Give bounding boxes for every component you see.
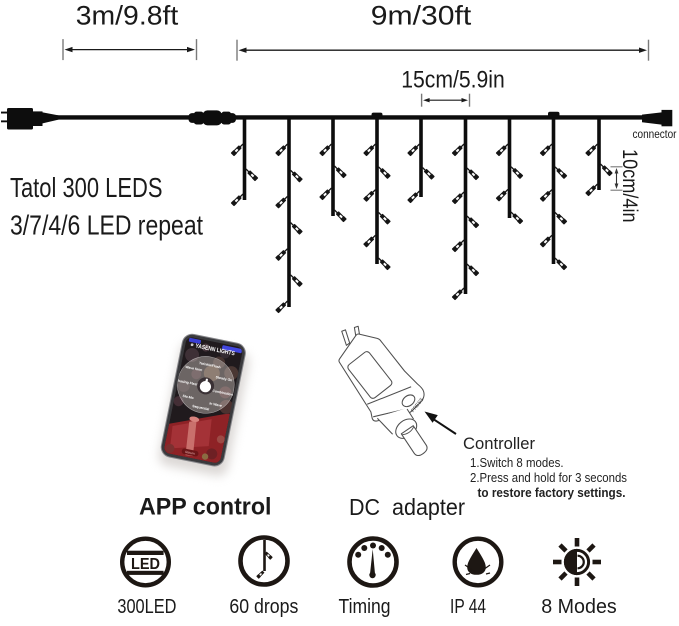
svg-text:IP 44: IP 44 (450, 596, 486, 618)
svg-text:Tatol 300 LEDS: Tatol 300 LEDS (10, 172, 163, 203)
svg-text:8 Modes: 8 Modes (541, 596, 617, 618)
svg-text:DC adapter: DC adapter (349, 494, 465, 520)
svg-text:to restore factory settings.: to restore factory settings. (478, 485, 626, 500)
svg-text:Timing: Timing (339, 596, 391, 618)
svg-text:Steady On: Steady On (215, 375, 232, 382)
svg-text:Controller: Controller (463, 434, 535, 453)
svg-text:Sequential: Sequential (192, 404, 210, 411)
svg-text:Slo-Mo: Slo-Mo (182, 394, 194, 400)
svg-text:Return: Return (185, 450, 195, 456)
svg-text:300LED: 300LED (117, 596, 176, 618)
svg-text:connector: connector (633, 127, 677, 141)
svg-text:2.Press and hold for 3 seconds: 2.Press and hold for 3 seconds (470, 470, 627, 485)
svg-text:3/7/4/6 LED repeat: 3/7/4/6 LED repeat (10, 210, 203, 241)
svg-text:9m/30ft: 9m/30ft (371, 1, 472, 31)
svg-text:LED: LED (131, 556, 160, 573)
svg-text:3m/9.8ft: 3m/9.8ft (76, 1, 179, 31)
svg-text:Twinkle/Flash: Twinkle/Flash (199, 361, 221, 369)
svg-text:60 drops: 60 drops (229, 596, 298, 618)
svg-text:15cm/5.9in: 15cm/5.9in (401, 67, 505, 94)
svg-text:In Wave: In Wave (209, 401, 222, 407)
svg-text:10cm/4in: 10cm/4in (618, 149, 641, 223)
svg-text:Wave form: Wave form (185, 365, 203, 372)
svg-text:Chasing Flash: Chasing Flash (175, 378, 199, 387)
svg-text:1.Switch 8 modes.: 1.Switch 8 modes. (470, 455, 564, 470)
svg-text:Combination: Combination (212, 389, 233, 397)
svg-text:APP control: APP control (139, 494, 272, 521)
